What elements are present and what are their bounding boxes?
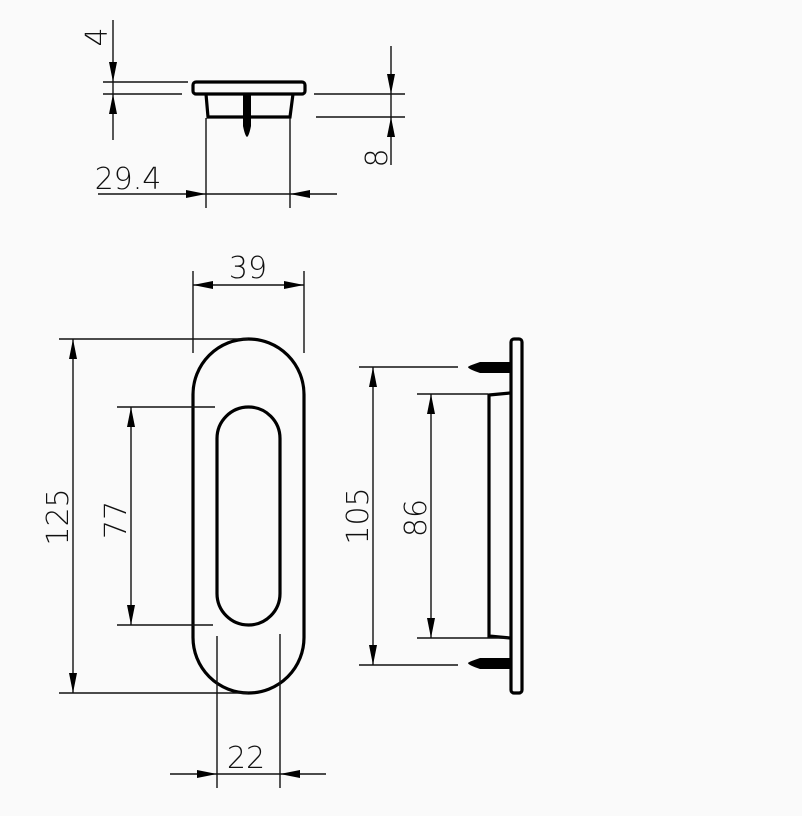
- dim-overall-width: 39: [229, 251, 267, 286]
- dim-body-depth: 8: [360, 148, 395, 167]
- top-flange: [191, 80, 307, 96]
- side-view: 105 86: [341, 337, 524, 695]
- dim-body-width: 29.4: [95, 162, 162, 197]
- side-recess: [487, 391, 511, 640]
- dim-inner-slot-height: 77: [99, 501, 134, 539]
- dim-recess-height: 86: [399, 499, 434, 537]
- screw-top-icon: [468, 362, 510, 373]
- outer-plate: [191, 337, 306, 695]
- top-screw-icon: [243, 94, 251, 137]
- dim-inner-slot-width: 22: [227, 741, 265, 776]
- top-view: 4 8 29.4: [80, 20, 405, 208]
- dim-screw-spacing: 105: [341, 487, 376, 544]
- side-plate: [509, 337, 524, 695]
- dim-flange-thickness: 4: [80, 27, 115, 46]
- front-view: 39 125 77 22: [41, 251, 326, 788]
- inner-slot: [215, 405, 282, 627]
- screw-bottom-icon: [468, 658, 510, 669]
- dim-overall-height: 125: [41, 488, 76, 545]
